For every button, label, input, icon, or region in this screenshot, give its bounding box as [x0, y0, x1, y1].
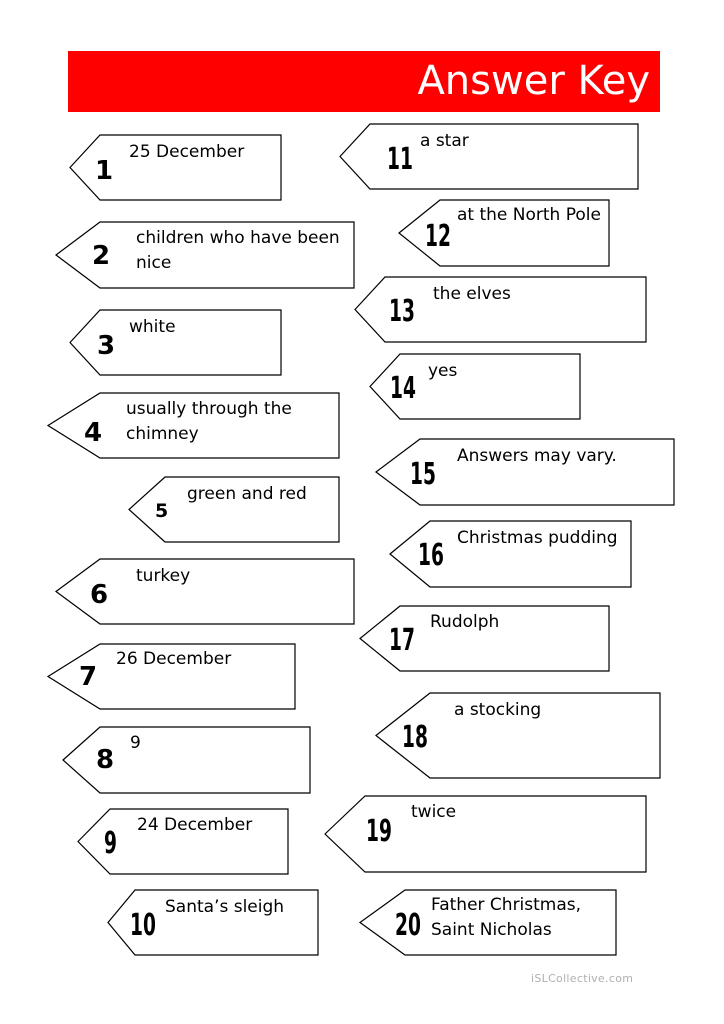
answer-number-19: 19	[366, 814, 392, 849]
answer-tag-1	[69, 134, 282, 201]
answer-number-3: 3	[97, 331, 116, 361]
answer-tag-5	[128, 476, 340, 543]
answer-number-18: 18	[402, 720, 428, 755]
answer-number-11: 11	[387, 142, 413, 177]
answer-number-13: 13	[389, 294, 415, 329]
answer-number-17: 17	[389, 623, 415, 658]
answer-text-15: Answers may vary.	[457, 446, 617, 466]
answer-text-14: yes	[428, 361, 458, 381]
answer-number-9: 9	[104, 826, 117, 861]
answer-number-14: 14	[390, 371, 416, 406]
answer-number-16: 16	[418, 538, 444, 573]
answer-tag-6	[54, 558, 355, 625]
answer-number-12: 12	[425, 219, 451, 254]
answer-tag-19	[324, 795, 647, 873]
answer-tag-17	[359, 605, 610, 672]
answer-text-10: Santa’s sleigh	[165, 897, 285, 917]
answer-number-1: 1	[95, 156, 114, 186]
answer-number-8: 8	[96, 745, 115, 775]
answer-number-20: 20	[395, 908, 421, 943]
answer-tag-8	[62, 726, 311, 794]
header-banner: Answer Key	[68, 51, 660, 112]
answer-tag-11	[339, 123, 639, 190]
answer-tag-4	[46, 392, 340, 459]
answer-text-19: twice	[411, 802, 457, 822]
answer-tag-15	[375, 438, 675, 506]
answer-text-4: usually through the chimney	[126, 399, 292, 444]
watermark: iSLCollective.com	[531, 972, 634, 985]
answer-text-9: 24 December	[137, 815, 253, 835]
answer-tag-10	[107, 889, 319, 956]
answer-tag-18	[375, 692, 661, 779]
answer-text-11: a star	[420, 131, 469, 151]
answer-number-10: 10	[130, 908, 156, 943]
answer-tag-2	[55, 221, 355, 289]
answer-text-16: Christmas pudding	[457, 528, 618, 548]
answer-number-2: 2	[92, 241, 111, 271]
answer-text-2: children who have been nice	[136, 228, 340, 273]
answer-text-17: Rudolph	[430, 612, 500, 632]
answer-text-1: 25 December	[129, 142, 245, 162]
page-title: Answer Key	[417, 58, 650, 104]
answer-tag-12	[398, 199, 610, 267]
answer-number-15: 15	[410, 457, 436, 492]
answer-tag-7	[46, 643, 296, 710]
answer-text-13: the elves	[433, 284, 511, 304]
answer-text-5: green and red	[187, 484, 307, 504]
answer-number-5: 5	[155, 500, 169, 522]
answer-text-20: Father Christmas, Saint Nicholas	[431, 895, 582, 940]
answer-text-3: white	[129, 317, 176, 337]
answer-number-4: 4	[84, 418, 103, 448]
answer-text-8: 9	[130, 733, 141, 753]
answer-number-6: 6	[90, 580, 109, 610]
answer-text-18: a stocking	[454, 700, 542, 720]
answer-tag-13	[354, 276, 647, 343]
answer-tag-20	[358, 889, 617, 956]
answer-tag-9	[77, 808, 289, 875]
answer-tag-16	[389, 520, 632, 588]
answer-tag-3	[69, 309, 282, 376]
answer-text-7: 26 December	[116, 649, 232, 669]
answer-text-12: at the North Pole	[457, 205, 601, 225]
answer-text-6: turkey	[136, 566, 191, 586]
answer-number-7: 7	[79, 662, 98, 692]
answer-tag-14	[369, 353, 581, 420]
